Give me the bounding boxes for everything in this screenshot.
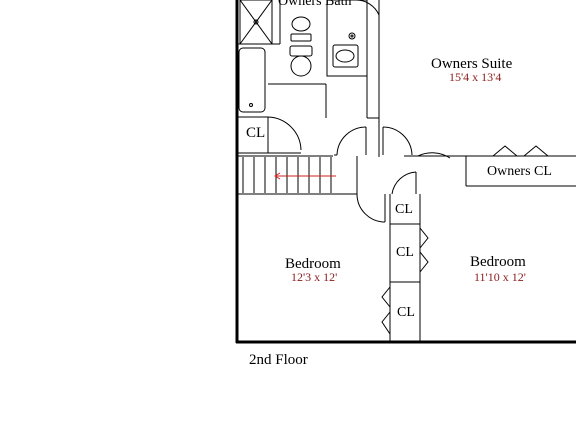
closet-hall-label: CL	[395, 202, 413, 217]
owners-closet-label: Owners CL	[487, 164, 552, 179]
bedroom-left-dimensions: 12'3 x 12'	[291, 270, 337, 284]
owners-bath	[237, 0, 380, 157]
floor-label: 2nd Floor	[249, 352, 308, 368]
bedroom-closets	[236, 194, 429, 342]
owners-suite-label: Owners Suite	[431, 56, 513, 72]
bathtub	[238, 47, 266, 113]
closet-mid-label: CL	[396, 245, 414, 260]
closet-low-label: CL	[397, 305, 415, 320]
hallway	[237, 126, 466, 223]
bedroom-right-label: Bedroom	[470, 254, 526, 270]
toilet	[289, 16, 313, 77]
vanity	[326, 0, 368, 77]
staircase	[242, 157, 336, 193]
owners-bath-label: Owners Bath	[278, 0, 352, 9]
bedroom-right-dimensions: 11'10 x 12'	[474, 270, 526, 284]
closet-bath-label: CL	[246, 125, 265, 141]
bedroom-left-label: Bedroom	[285, 256, 341, 272]
owners-suite-dimensions: 15'4 x 13'4	[449, 70, 501, 84]
